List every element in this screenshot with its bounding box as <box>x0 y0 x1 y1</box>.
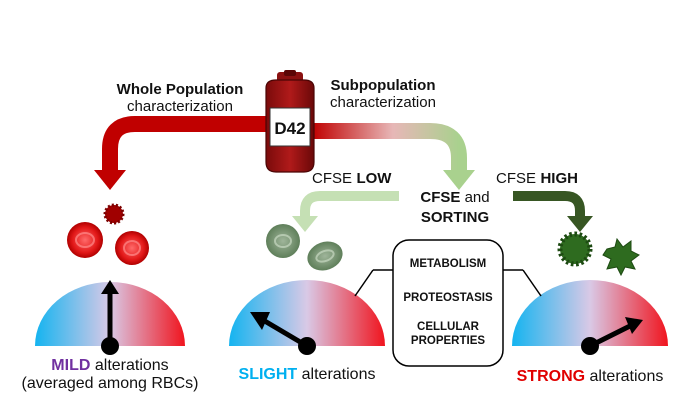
cfse-low-cells <box>266 224 343 271</box>
cfse-high-arrow <box>513 191 593 232</box>
cfse-low-prefix: CFSE <box>312 170 353 187</box>
cfse-high-cells <box>557 231 640 277</box>
outcome-slight-emphasis: SLIGHT <box>238 366 298 383</box>
rbc-group-left <box>67 203 149 265</box>
gauge-strong <box>512 280 668 355</box>
outcome-mild-line2: (averaged among RBCs) <box>21 375 199 393</box>
gauge-mild <box>35 280 185 355</box>
box-item-proteostasis: PROTEOSTASIS <box>403 292 493 304</box>
subpopulation-label: Subpopulation characterization <box>318 77 448 112</box>
whole-population-arrow <box>94 116 270 190</box>
cfse-low-label: CFSE LOW <box>312 170 391 188</box>
subpopulation-arrow <box>312 123 475 190</box>
outcome-strong: STRONG alterations <box>505 368 675 386</box>
whole-population-title: Whole Population <box>116 81 244 98</box>
cfse-low-arrow <box>292 191 399 232</box>
blood-bag <box>265 70 315 173</box>
cfse-sorting-line2: SORTING <box>420 209 490 227</box>
cfse-low-emphasis: LOW <box>356 170 392 187</box>
connector-left <box>354 269 374 297</box>
gauge-slight <box>229 280 385 355</box>
outcome-mild: MILD alterations (averaged among RBCs) <box>20 357 200 394</box>
outcome-strong-emphasis: STRONG <box>516 368 586 385</box>
echinocyte-small <box>103 203 125 225</box>
subpopulation-title: Subpopulation <box>330 77 436 94</box>
whole-population-subtitle: characterization <box>127 98 233 116</box>
box-item-metabolism: METABOLISM <box>409 258 487 270</box>
cfse-high-prefix: CFSE <box>496 170 537 187</box>
whole-population-label: Whole Population characterization <box>100 81 260 116</box>
cfse-sorting-bold: CFSE <box>420 189 461 206</box>
blood-bag-label: D42 <box>274 119 305 138</box>
green-cell <box>307 241 343 271</box>
rbc-cell <box>67 222 103 258</box>
outcome-slight: SLIGHT alterations <box>222 366 392 384</box>
outcome-mild-rest: alterations <box>94 357 169 374</box>
connector-right <box>522 269 542 297</box>
subpopulation-subtitle: characterization <box>330 94 436 112</box>
outcome-strong-rest: alterations <box>589 368 664 385</box>
outcome-slight-rest: alterations <box>301 366 376 383</box>
outcome-mild-emphasis: MILD <box>51 357 91 374</box>
green-cell <box>266 224 300 258</box>
cfse-sorting-label: CFSE and SORTING <box>405 189 505 227</box>
cfse-sorting-rest: and <box>464 189 490 206</box>
cfse-high-label: CFSE HIGH <box>496 170 578 188</box>
cfse-high-emphasis: HIGH <box>540 170 578 187</box>
analysis-box <box>392 239 504 367</box>
rbc-cell <box>115 231 149 265</box>
box-item-cellular-properties: CELLULAR PROPERTIES <box>410 321 486 348</box>
